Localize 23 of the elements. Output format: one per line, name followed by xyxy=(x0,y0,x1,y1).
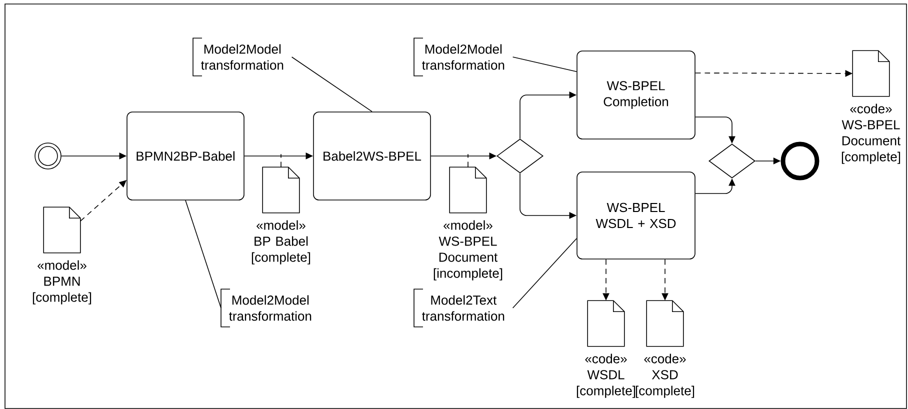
association-line xyxy=(280,154,282,168)
annotation: Model2Text transformation xyxy=(414,288,504,328)
leader-line xyxy=(512,56,577,72)
task-box: WS-BPEL Completion xyxy=(576,50,696,140)
document-label: «model» WS-BPEL Document [incomplete] xyxy=(434,220,502,280)
task-box: Babel2WS-BPEL xyxy=(313,112,431,200)
task-box: BPMN2BP-Babel xyxy=(126,112,244,200)
document-label: «code» WS-BPEL Document [complete] xyxy=(842,104,900,164)
end-event-circle xyxy=(780,142,820,180)
gateway-diamond xyxy=(496,138,544,174)
gateway-diamond xyxy=(708,144,756,178)
annotation: Model2Model transformation xyxy=(414,38,504,76)
task-box: WS-BPEL WSDL + XSD xyxy=(576,172,696,260)
annotation: Model2Model transformation xyxy=(220,288,312,328)
document-label: «code» WSDL [complete] xyxy=(576,354,636,398)
leader-line xyxy=(291,56,372,112)
annotation: Model2Model transformation xyxy=(192,38,284,76)
document-label: «code» XSD [complete] xyxy=(636,354,694,398)
document-label: «model» BPMN [complete] xyxy=(32,260,92,304)
leader-line xyxy=(512,238,577,308)
document-label: «model» BP Babel [complete] xyxy=(252,220,310,264)
start-event-circle xyxy=(34,142,62,170)
leader-line xyxy=(185,200,222,308)
